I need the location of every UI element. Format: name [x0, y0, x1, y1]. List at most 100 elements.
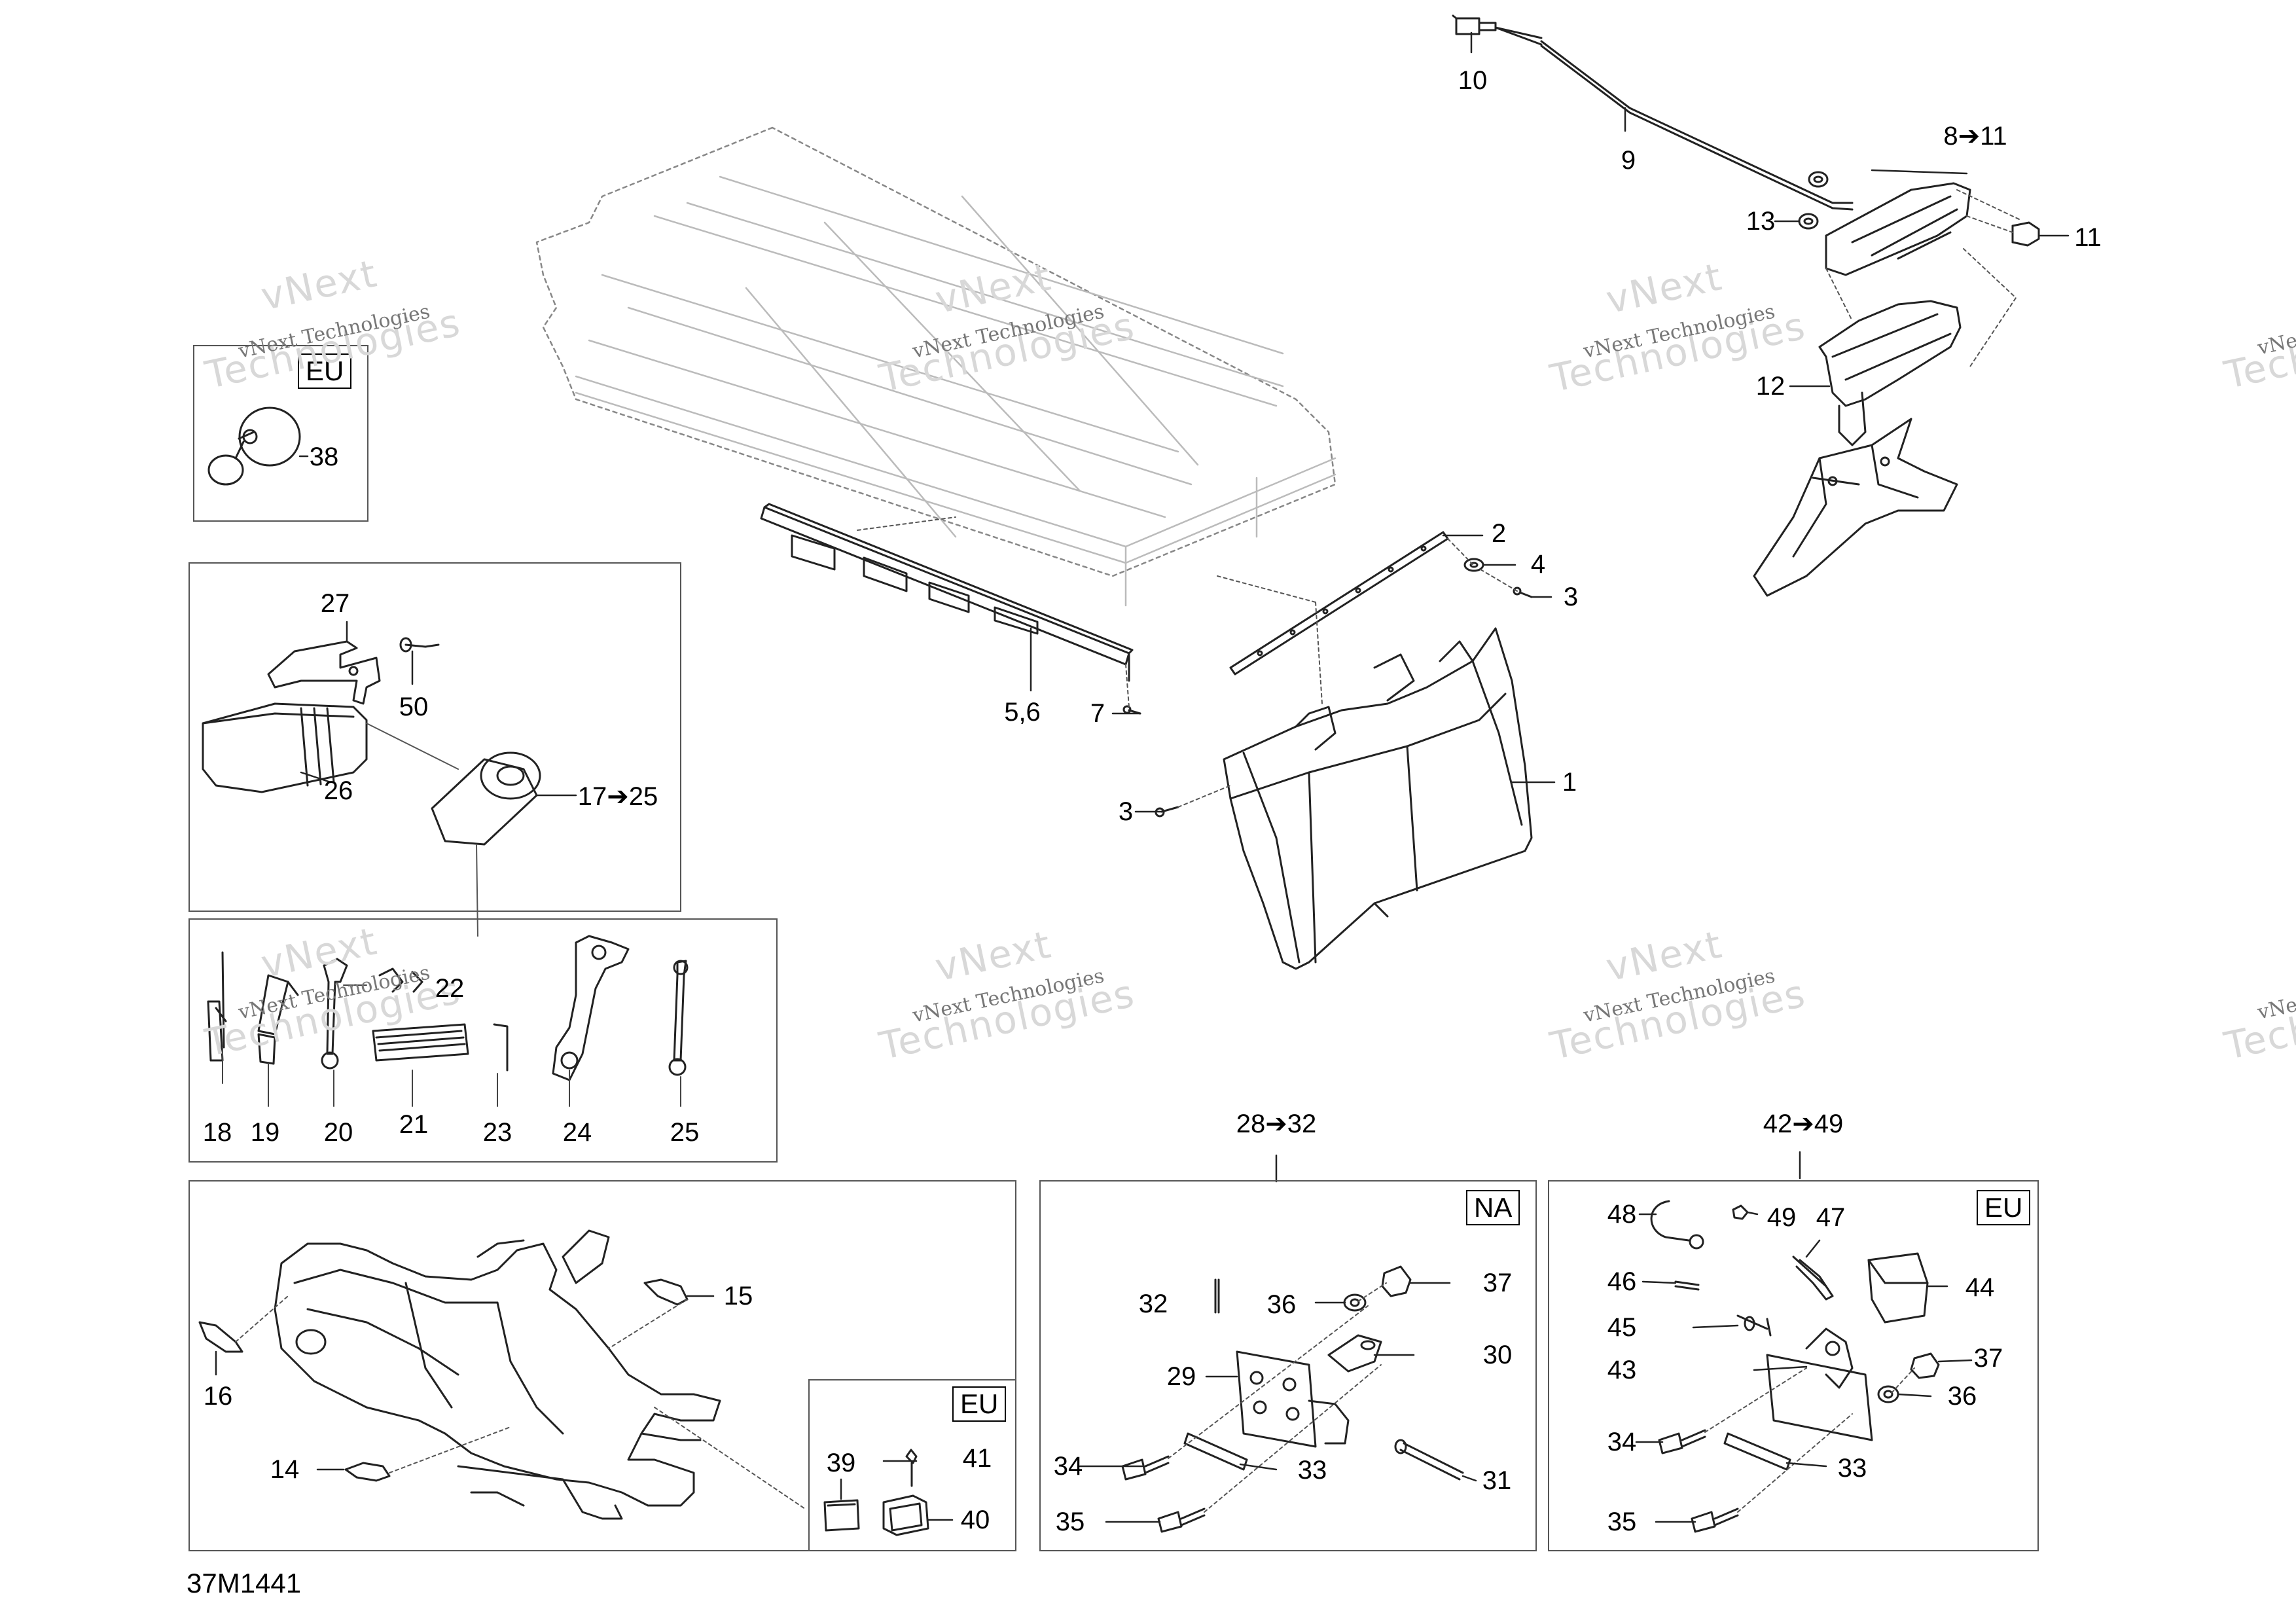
bulb-11 — [2011, 221, 2040, 247]
callout-34-na: 34 — [1053, 1452, 1083, 1481]
callout-8-11: 8➔11 — [1943, 122, 2007, 151]
mud-flap-1 — [1223, 627, 1533, 970]
tool-kit-box — [188, 562, 681, 912]
tools-box — [188, 918, 778, 1163]
tool-22 — [378, 967, 423, 993]
callout-33-eu: 33 — [1837, 1454, 1867, 1483]
na-bolt-34 — [1121, 1455, 1170, 1481]
callout-1: 1 — [1562, 768, 1577, 797]
na-plate-29 — [1236, 1350, 1350, 1448]
callout-25: 25 — [670, 1118, 700, 1147]
callout-4: 4 — [1530, 550, 1546, 579]
grommet-13b — [1798, 213, 1819, 230]
eu-bolt-34 — [1658, 1429, 1706, 1454]
tool-23 — [493, 1023, 509, 1072]
callout-11: 11 — [2074, 223, 2102, 252]
diagram-code: 37M1441 — [187, 1568, 302, 1598]
callout-13: 13 — [1746, 207, 1776, 236]
callout-14: 14 — [270, 1455, 300, 1484]
tail-bracket — [1753, 418, 1958, 597]
callout-37-na: 37 — [1482, 1269, 1513, 1297]
trailer-deck-ghost — [535, 126, 1336, 577]
callout-3-lower: 3 — [1118, 797, 1134, 826]
tool-20 — [321, 958, 348, 1070]
tool-24 — [552, 935, 630, 1081]
eu-bolt-35 — [1691, 1507, 1739, 1533]
tool-21 — [372, 1023, 469, 1062]
na-pin-31 — [1394, 1439, 1464, 1481]
region-tag-eu-small: EU — [952, 1386, 1007, 1422]
callout-37-eu: 37 — [1973, 1344, 2003, 1373]
callout-47: 47 — [1816, 1203, 1846, 1232]
callout-30: 30 — [1482, 1341, 1513, 1369]
eu-plate-inner-box — [808, 1379, 1016, 1551]
callout-10: 10 — [1458, 66, 1488, 95]
callout-22: 22 — [435, 974, 465, 1003]
reflector-16 — [198, 1321, 243, 1353]
callout-26: 26 — [323, 776, 353, 805]
callout-18: 18 — [202, 1118, 232, 1147]
na-bracket-30 — [1327, 1334, 1382, 1373]
callout-50: 50 — [399, 693, 429, 721]
callout-42-49: 42➔49 — [1763, 1110, 1844, 1138]
screw-3-upper — [1513, 586, 1533, 598]
taillight-lens-8 — [1825, 182, 1971, 276]
callout-43: 43 — [1607, 1356, 1637, 1384]
leader-lines — [215, 31, 2070, 1523]
na-pin-32 — [1214, 1278, 1220, 1314]
callout-41: 41 — [962, 1444, 992, 1473]
retainer-strip-2 — [1229, 531, 1449, 676]
eu-pin-46 — [1674, 1280, 1700, 1291]
callout-31: 31 — [1482, 1466, 1512, 1495]
taillight-dotted-links — [1825, 189, 2020, 367]
eu-screw-45 — [1736, 1314, 1772, 1337]
callout-17-25: 17➔25 — [577, 782, 658, 811]
snowmobile-dotted-links — [235, 1295, 806, 1509]
callout-21: 21 — [399, 1110, 429, 1139]
callout-20: 20 — [323, 1118, 353, 1147]
callout-35-eu: 35 — [1607, 1507, 1637, 1536]
tool-19 — [257, 974, 299, 1065]
eu-mirror-box — [193, 345, 368, 522]
eu-nut-49 — [1732, 1204, 1749, 1220]
eu-cable-48 — [1650, 1200, 1704, 1250]
callout-15: 15 — [723, 1282, 753, 1310]
callout-2: 2 — [1491, 519, 1507, 548]
harness-9-10 — [1452, 14, 1854, 211]
callout-39: 39 — [826, 1449, 856, 1477]
callout-29: 29 — [1166, 1362, 1196, 1391]
callout-24: 24 — [562, 1118, 592, 1147]
callout-38: 38 — [309, 442, 339, 471]
tool-bag-26 — [202, 702, 368, 793]
region-tag-na: NA — [1466, 1190, 1520, 1225]
callout-5-6: 5,6 — [1004, 698, 1041, 727]
callout-44: 44 — [1965, 1273, 1995, 1302]
callout-46: 46 — [1607, 1267, 1637, 1296]
region-tag-eu-right: EU — [1977, 1190, 2031, 1225]
eu-cap-37 — [1910, 1352, 1940, 1379]
callout-32: 32 — [1138, 1290, 1168, 1318]
callout-9: 9 — [1621, 146, 1636, 175]
bracket-27 — [267, 640, 381, 705]
tool-leaders — [222, 984, 681, 1107]
reflector-14 — [344, 1462, 391, 1482]
plate-39 — [823, 1499, 860, 1532]
callout-16: 16 — [203, 1382, 233, 1411]
callout-40: 40 — [960, 1506, 990, 1534]
na-dotted-links — [1168, 1282, 1387, 1513]
eu-plate-43 — [1766, 1327, 1873, 1441]
na-bolt-35 — [1157, 1507, 1206, 1533]
trailer-deck-outline — [575, 175, 1336, 607]
callout-12: 12 — [1755, 372, 1785, 401]
na-plate-box — [1039, 1180, 1537, 1551]
callout-36-eu: 36 — [1947, 1382, 1977, 1411]
reflectors-box — [188, 1180, 1016, 1551]
callout-48: 48 — [1607, 1200, 1637, 1229]
callout-23: 23 — [482, 1118, 512, 1147]
callout-28-32: 28➔32 — [1236, 1110, 1317, 1138]
taillight-housing-12 — [1818, 300, 1962, 446]
callout-3-upper: 3 — [1563, 583, 1579, 611]
na-bar-33 — [1183, 1432, 1248, 1471]
